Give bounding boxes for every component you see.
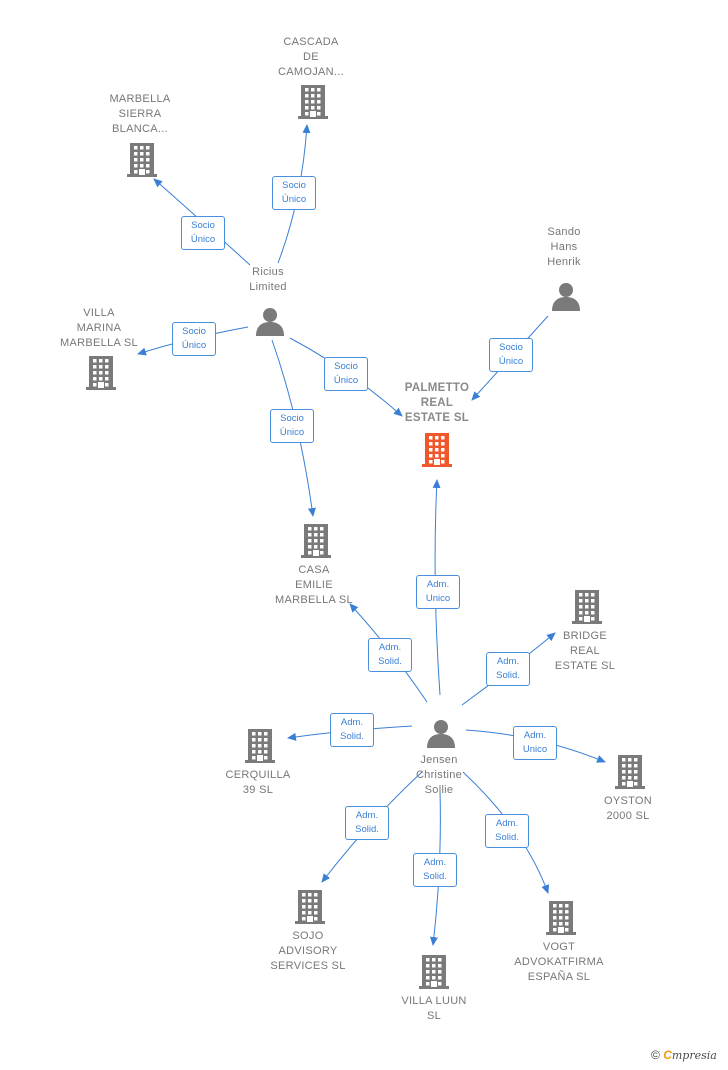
brand-logo: © Cmpresia [651, 1048, 717, 1062]
company-icon-villa-marina[interactable] [84, 355, 118, 396]
node-label-cascada[interactable]: CASCADA DE CAMOJAN... [278, 36, 344, 78]
company-icon-cerquilla[interactable] [243, 728, 277, 769]
company-icon-oyston[interactable] [613, 754, 647, 795]
brand-initial: C [663, 1048, 672, 1062]
edge-label-ricius-to-villa-marina: Socio Único [172, 322, 216, 356]
company-icon-villa-luun[interactable] [417, 954, 451, 995]
company-icon-casa-emilie[interactable] [299, 523, 333, 564]
edge-label-ricius-to-palmetto: Socio Único [324, 357, 368, 391]
node-label-oyston[interactable]: OYSTON 2000 SL [603, 795, 653, 822]
edge-label-jensen-to-vogt: Adm. Solid. [485, 814, 529, 848]
node-label-vogt[interactable]: VOGT ADVOKATFIRMA ESPAÑA SL [514, 941, 604, 983]
edge-label-jensen-to-cerquilla: Adm. Solid. [330, 713, 374, 747]
copyright-symbol: © [651, 1048, 660, 1062]
node-label-sojo[interactable]: SOJO ADVISORY SERVICES SL [270, 930, 346, 972]
company-icon-marbella-sierra[interactable] [125, 142, 159, 183]
node-label-ricius[interactable]: Ricius Limited [249, 266, 287, 293]
node-label-sando[interactable]: Sando Hans Henrik [547, 226, 581, 268]
edge-label-ricius-to-marbella-sierra: Socio Único [181, 216, 225, 250]
node-label-marbella-sierra[interactable]: MARBELLA SIERRA BLANCA... [109, 93, 171, 135]
edge-label-jensen-to-oyston: Adm. Unico [513, 726, 557, 760]
person-icon-jensen[interactable] [426, 718, 456, 753]
company-icon-vogt[interactable] [544, 900, 578, 941]
node-label-casa-emilie[interactable]: CASA EMILIE MARBELLA SL [275, 564, 353, 606]
edge-label-jensen-to-bridge: Adm. Solid. [486, 652, 530, 686]
edge-label-jensen-to-villa-luun: Adm. Solid. [413, 853, 457, 887]
person-icon-ricius[interactable] [255, 306, 285, 341]
company-icon-palmetto[interactable] [420, 432, 454, 473]
edge-label-jensen-to-sojo: Adm. Solid. [345, 806, 389, 840]
node-label-villa-luun[interactable]: VILLA LUUN SL [401, 995, 467, 1022]
company-icon-bridge[interactable] [570, 589, 604, 630]
person-icon-sando[interactable] [551, 281, 581, 316]
node-label-villa-marina[interactable]: VILLA MARINA MARBELLA SL [60, 307, 138, 349]
node-label-bridge[interactable]: BRIDGE REAL ESTATE SL [554, 630, 616, 672]
company-icon-sojo[interactable] [293, 889, 327, 930]
edge-label-jensen-to-palmetto: Adm. Unico [416, 575, 460, 609]
node-label-cerquilla[interactable]: CERQUILLA 39 SL [225, 769, 291, 796]
node-label-jensen[interactable]: Jensen Christine Sollie [415, 754, 463, 796]
edge-label-jensen-to-casa-emilie: Adm. Solid. [368, 638, 412, 672]
company-icon-cascada[interactable] [296, 84, 330, 125]
edge-label-ricius-to-cascada: Socio Único [272, 176, 316, 210]
brand-name: mpresia [671, 1049, 717, 1062]
edge-label-sando-to-palmetto: Socio Único [489, 338, 533, 372]
edge-label-ricius-to-casa-emilie: Socio Único [270, 409, 314, 443]
node-label-palmetto[interactable]: PALMETTO REAL ESTATE SL [404, 382, 470, 424]
